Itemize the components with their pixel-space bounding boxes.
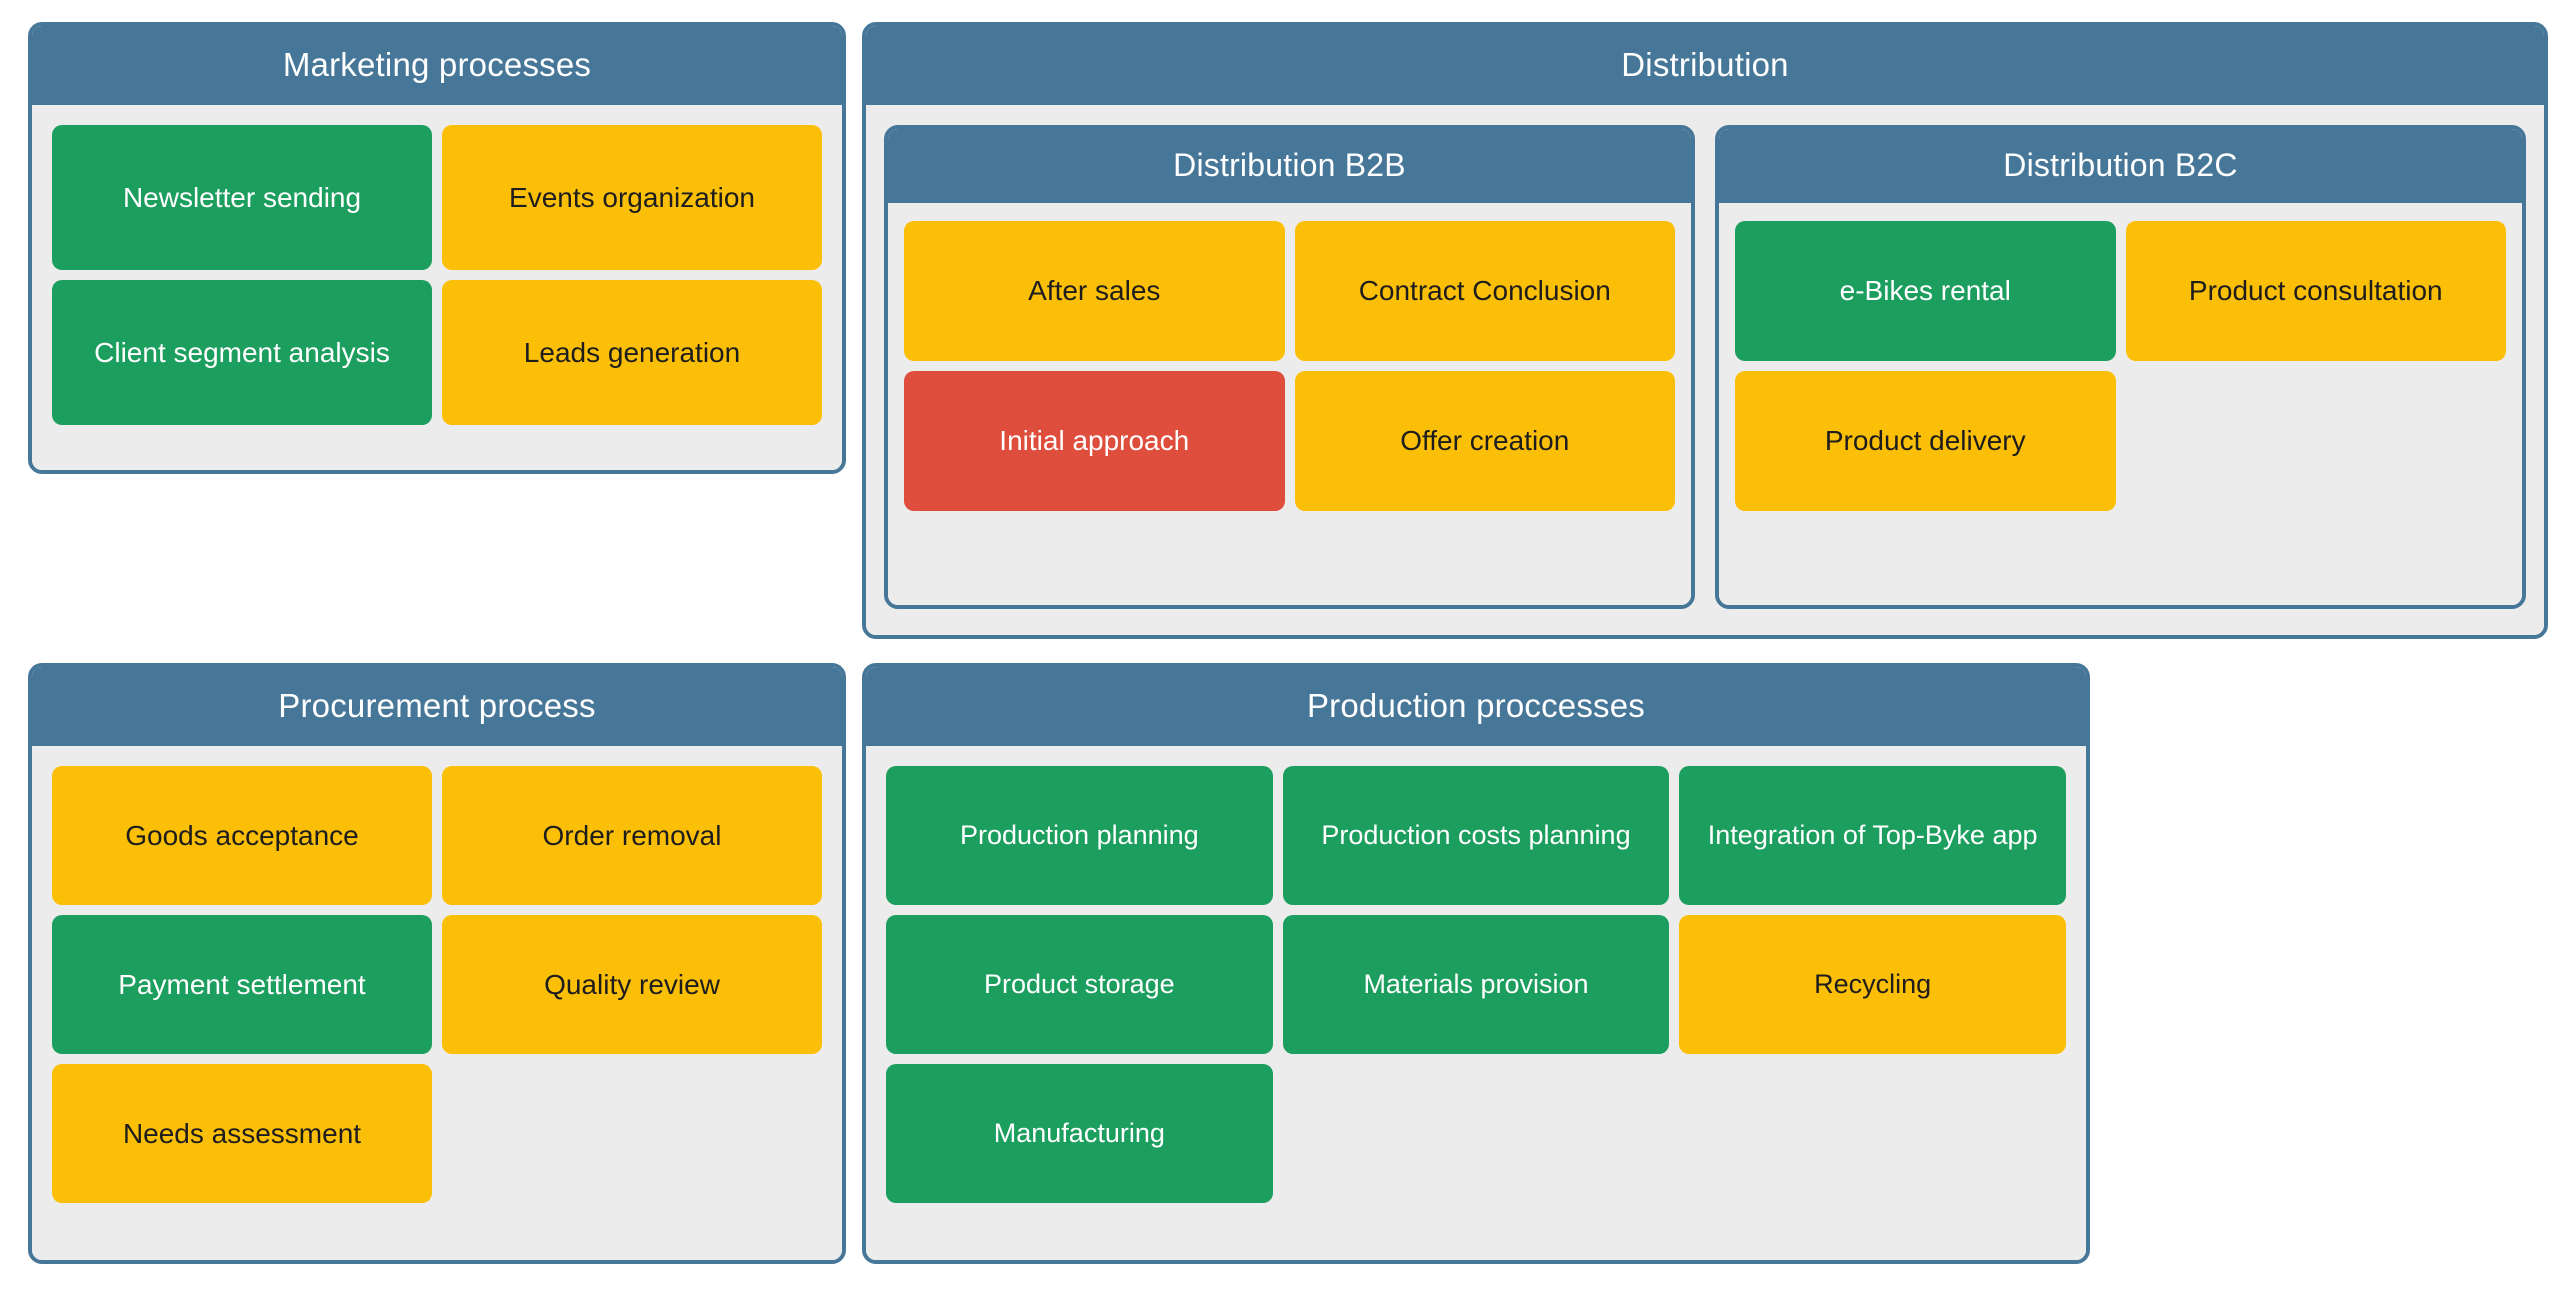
card-grid-marketing-processes: Newsletter sending Events organization C… [52, 125, 822, 425]
card-grid-distribution-b2b: After sales Contract Conclusion Initial … [904, 221, 1675, 511]
subpanel-distribution-b2b: Distribution B2B After sales Contract Co… [884, 125, 1695, 609]
panel-body-procurement-process: Goods acceptance Order removal Payment s… [32, 746, 842, 1260]
panel-body-distribution-b2c: e-Bikes rental Product consultation Prod… [1719, 203, 2522, 605]
process-card-contract-conclusion[interactable]: Contract Conclusion [1294, 221, 1675, 361]
process-card-leads-generation[interactable]: Leads generation [442, 280, 822, 425]
process-card-quality-review[interactable]: Quality review [442, 915, 822, 1054]
process-card-product-consultation[interactable]: Product consultation [2125, 221, 2506, 361]
panel-title-procurement-process: Procurement process [32, 667, 842, 746]
panel-title-production-processes: Production proccesses [866, 667, 2086, 746]
process-card-materials-provision[interactable]: Materials provision [1282, 915, 1670, 1054]
process-card-newsletter-sending[interactable]: Newsletter sending [52, 125, 432, 270]
process-card-recycling[interactable]: Recycling [1679, 915, 2066, 1054]
process-card-events-organization[interactable]: Events organization [442, 125, 822, 270]
panel-title-distribution-b2c: Distribution B2C [1719, 129, 2522, 203]
panel-body-distribution: Distribution B2B After sales Contract Co… [866, 105, 2544, 635]
card-grid-procurement-process: Goods acceptance Order removal Payment s… [52, 766, 822, 1203]
process-card-needs-assessment[interactable]: Needs assessment [52, 1064, 432, 1203]
process-card-production-planning[interactable]: Production planning [886, 766, 1273, 905]
panel-title-marketing-processes: Marketing processes [32, 26, 842, 105]
panel-body-distribution-b2b: After sales Contract Conclusion Initial … [888, 203, 1691, 605]
subpanel-distribution-b2c: Distribution B2C e-Bikes rental Product … [1715, 125, 2526, 609]
process-card-ebikes-rental[interactable]: e-Bikes rental [1735, 221, 2116, 361]
process-card-payment-settlement[interactable]: Payment settlement [52, 915, 432, 1054]
process-card-goods-acceptance[interactable]: Goods acceptance [52, 766, 432, 905]
process-card-production-costs-planning[interactable]: Production costs planning [1282, 766, 1670, 905]
card-grid-distribution-b2c: e-Bikes rental Product consultation Prod… [1735, 221, 2506, 511]
panel-procurement-process: Procurement process Goods acceptance Ord… [28, 663, 846, 1264]
process-card-manufacturing[interactable]: Manufacturing [886, 1064, 1273, 1203]
card-grid-production-processes: Production planning Production costs pla… [886, 766, 2066, 1203]
process-card-integration-top-byke-app[interactable]: Integration of Top-Byke app [1679, 766, 2066, 905]
panel-distribution: Distribution Distribution B2B After sale… [862, 22, 2548, 639]
process-card-product-storage[interactable]: Product storage [886, 915, 1273, 1054]
process-card-initial-approach[interactable]: Initial approach [904, 371, 1285, 511]
panel-title-distribution-b2b: Distribution B2B [888, 129, 1691, 203]
process-card-client-segment-analysis[interactable]: Client segment analysis [52, 280, 432, 425]
process-card-after-sales[interactable]: After sales [904, 221, 1285, 361]
process-card-order-removal[interactable]: Order removal [442, 766, 822, 905]
panel-body-production-processes: Production planning Production costs pla… [866, 746, 2086, 1260]
panel-title-distribution: Distribution [866, 26, 2544, 105]
process-card-product-delivery[interactable]: Product delivery [1735, 371, 2116, 511]
panel-marketing-processes: Marketing processes Newsletter sending E… [28, 22, 846, 474]
panel-production-processes: Production proccesses Production plannin… [862, 663, 2090, 1264]
panel-body-marketing-processes: Newsletter sending Events organization C… [32, 105, 842, 470]
process-card-offer-creation[interactable]: Offer creation [1294, 371, 1675, 511]
